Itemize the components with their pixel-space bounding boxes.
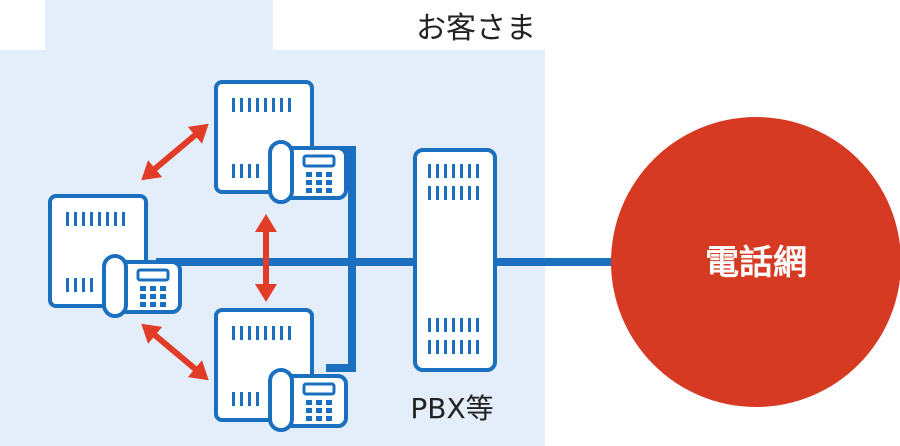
telephone-network-circle [611, 117, 900, 407]
pbx-label: PBX等 [410, 392, 493, 425]
network-label: 電話網 [705, 243, 807, 283]
customer-area [0, 0, 545, 446]
customer-label: お客さま [416, 11, 536, 46]
pbx-icon [413, 148, 497, 372]
